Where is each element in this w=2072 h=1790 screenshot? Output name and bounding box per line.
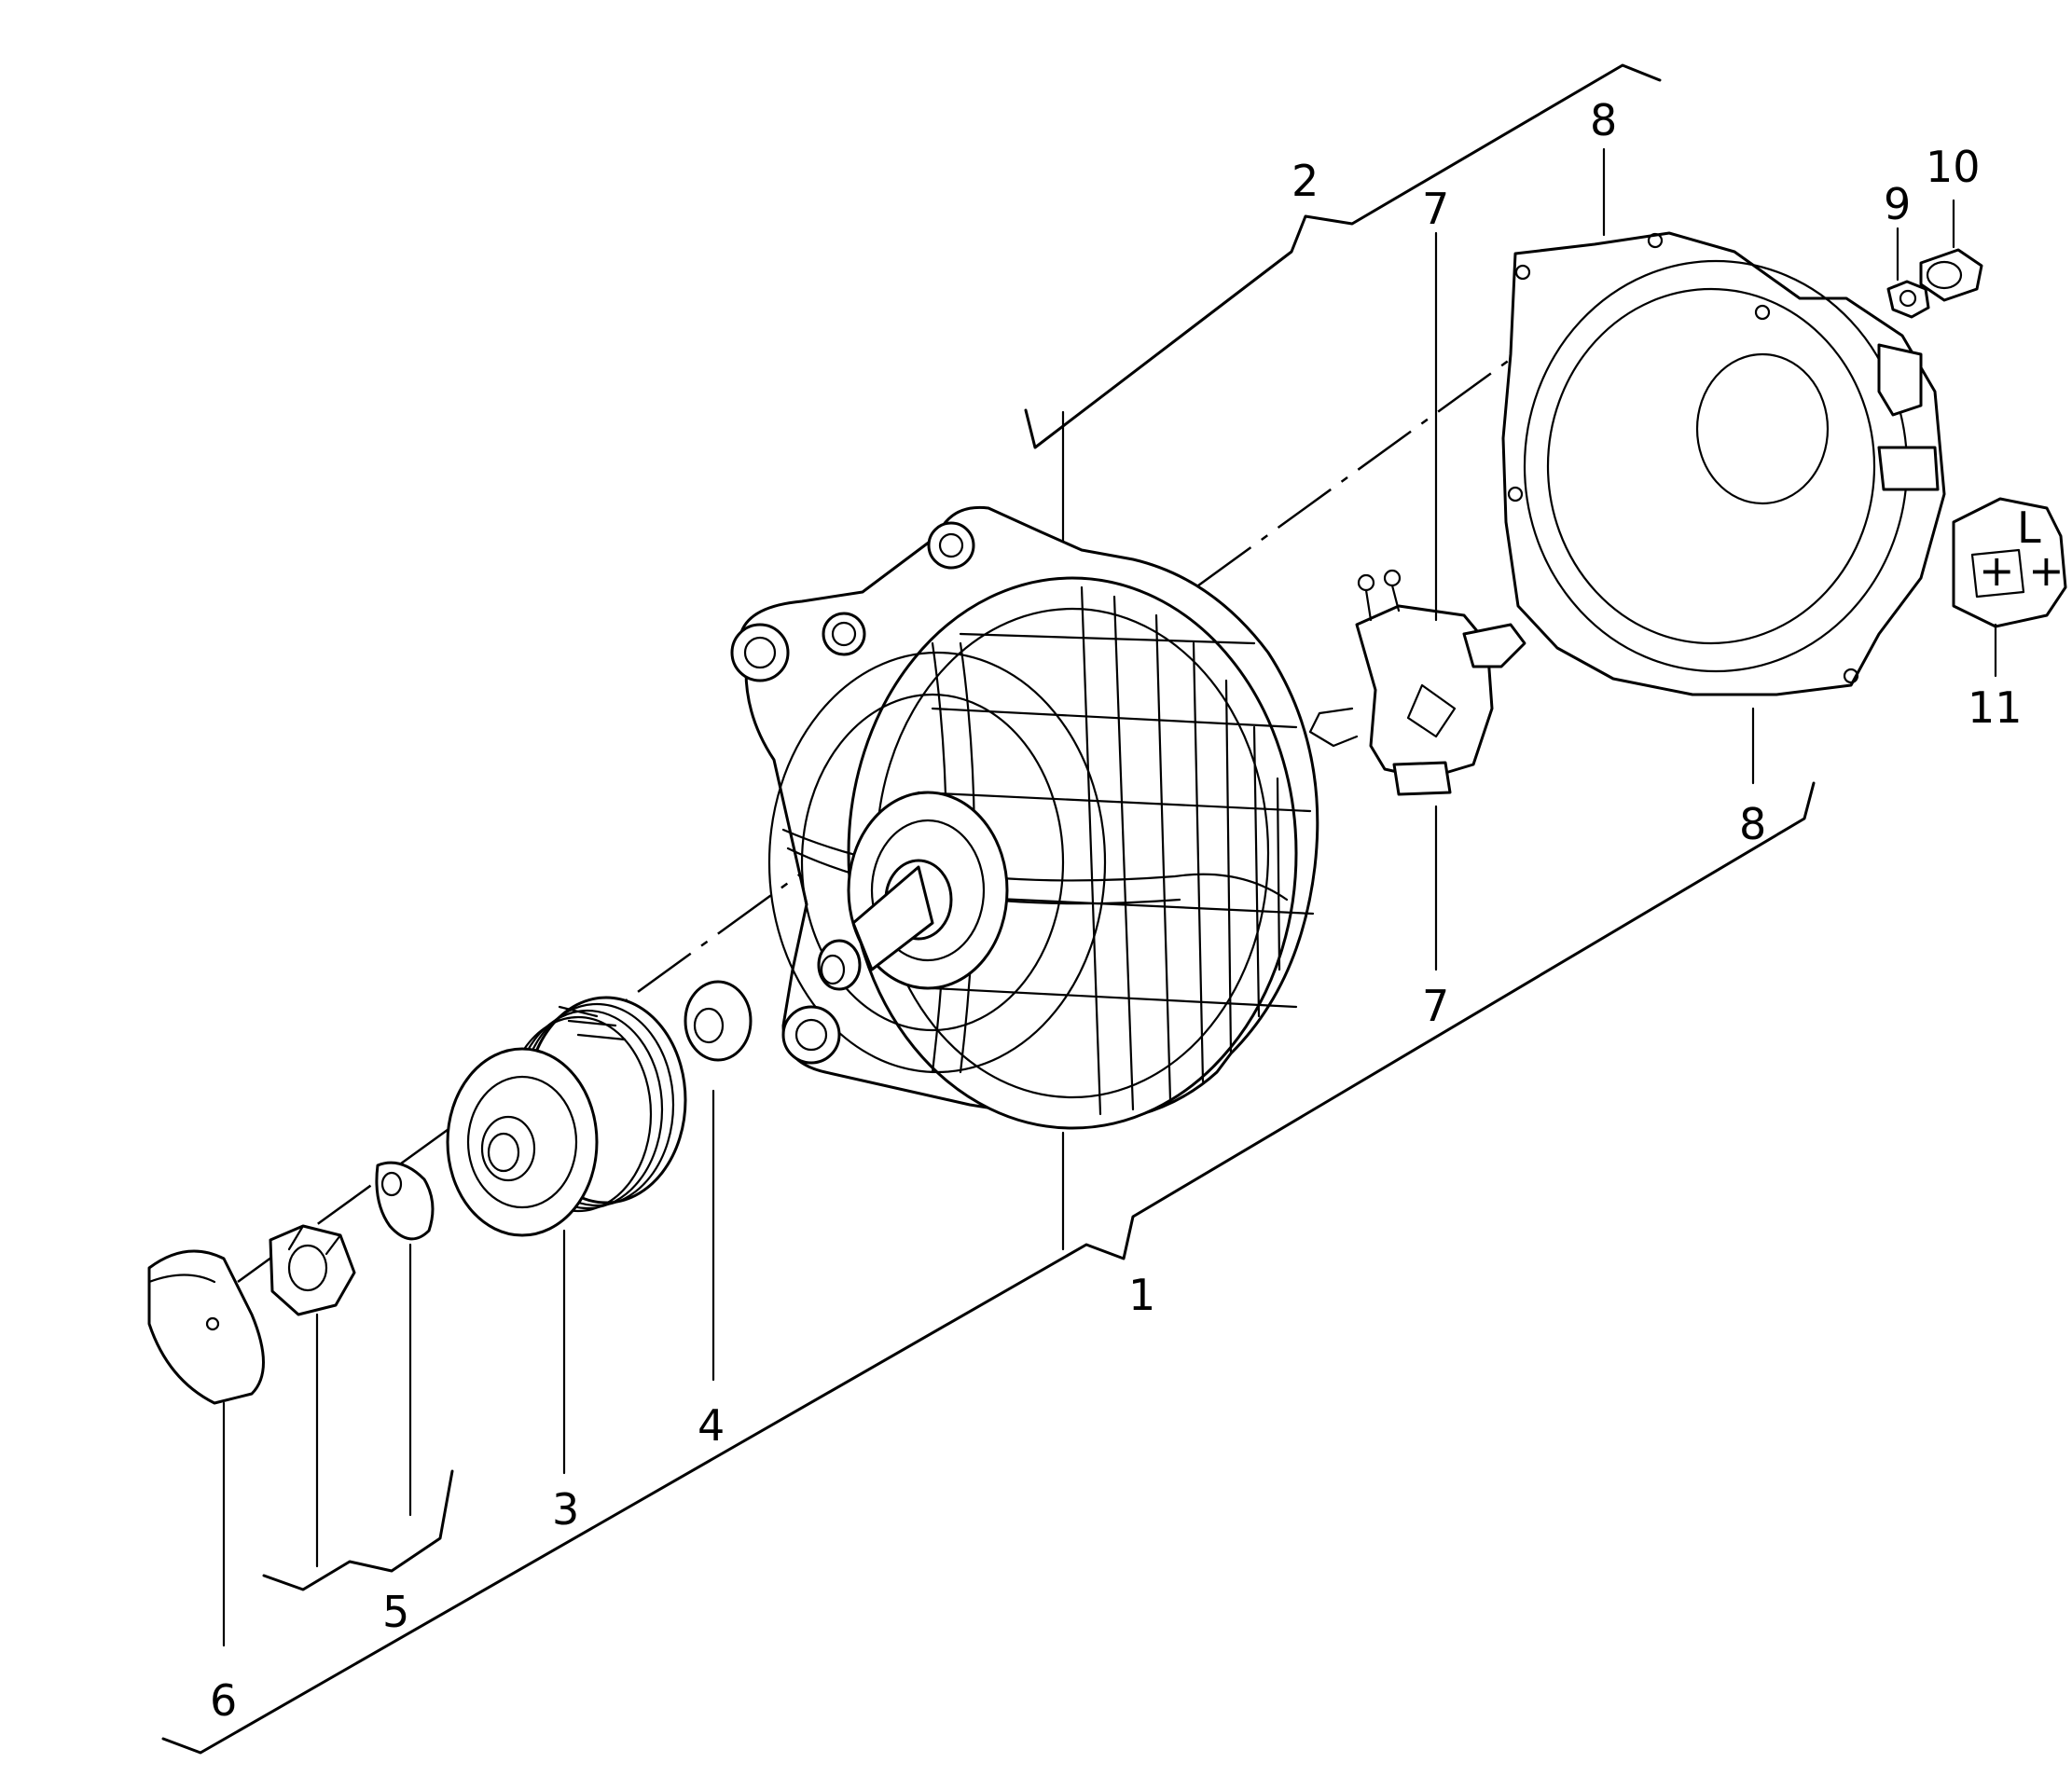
callout-3: 3: [552, 1484, 579, 1535]
group-bracket-2: [1024, 63, 1662, 449]
nut-5: [269, 1224, 356, 1316]
callout-8-top: 8: [1590, 95, 1617, 145]
rear-cover: [1501, 231, 1946, 696]
callout-1: 1: [1128, 1270, 1155, 1320]
spacer-ring-4: [684, 980, 753, 1062]
callout-7-top: 7: [1422, 184, 1449, 234]
callout-7-bottom: 7: [1422, 981, 1449, 1031]
group-bracket-1: [161, 781, 1816, 1755]
pulley-3: [446, 996, 687, 1237]
callout-5: 5: [382, 1587, 409, 1637]
connector-plus-marks: + +: [1979, 545, 2065, 596]
callout-10: 10: [1926, 142, 1981, 192]
callout-6: 6: [210, 1675, 237, 1726]
callout-11: 11: [1968, 682, 2023, 733]
washer-5: [375, 1161, 435, 1241]
nut-9: [1886, 280, 1930, 319]
group-bracket-5: [262, 1469, 454, 1591]
alternator-body: [730, 505, 1319, 1130]
cap-10: [1919, 248, 1983, 302]
callout-2: 2: [1292, 156, 1319, 206]
callout-9: 9: [1884, 179, 1911, 229]
voltage-regulator: [1308, 569, 1526, 796]
leader-lines: [222, 147, 1997, 1647]
callout-8-bottom: 8: [1739, 799, 1766, 849]
cap-6: [147, 1249, 265, 1405]
connector-housing: + + L: [1952, 497, 2067, 628]
connector-pin-label: L: [2017, 503, 2041, 553]
callout-4: 4: [698, 1400, 725, 1451]
